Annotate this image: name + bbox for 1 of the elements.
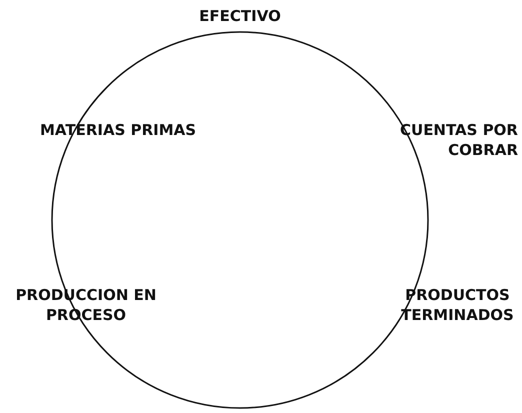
stage-label: EFECTIVO	[198, 6, 282, 26]
